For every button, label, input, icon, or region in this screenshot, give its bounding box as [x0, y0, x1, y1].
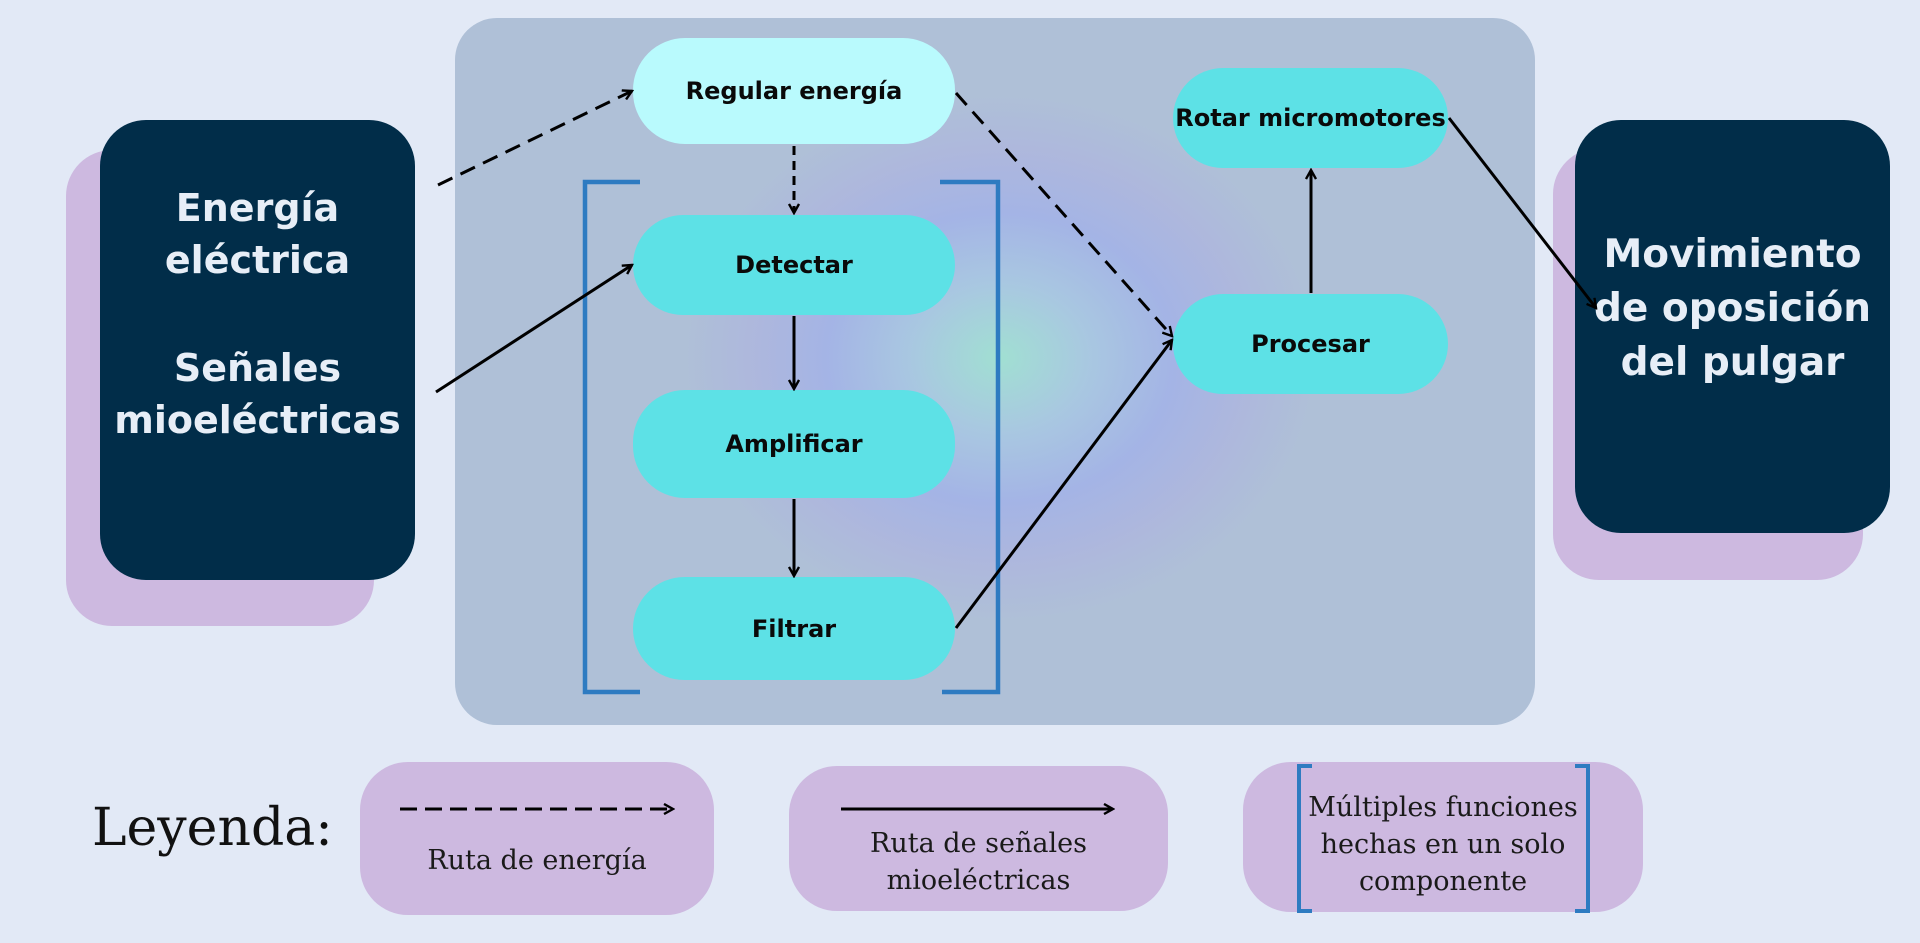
- node-rotar-micromotores: Rotar micromotores: [1173, 68, 1448, 168]
- node-regular-energia: Regular energía: [633, 38, 955, 144]
- input-signals-line2: mioeléctricas: [114, 398, 401, 442]
- legend-bracket-left: [1297, 764, 1312, 913]
- input-energy-line2: eléctrica: [164, 238, 351, 282]
- node-detectar: Detectar: [633, 215, 955, 315]
- arrow-rotar-to-output: [1447, 117, 1596, 308]
- node-filtrar: Filtrar: [633, 577, 955, 680]
- legend-card-energy: Ruta de energía: [360, 762, 714, 915]
- output-box: Movimiento de oposición del pulgar: [1575, 120, 1890, 533]
- legend-bracket-label-line1: Múltiples funciones: [1308, 792, 1578, 823]
- arrow-filtrar-to-procesar: [954, 340, 1172, 629]
- output-line2: de oposición: [1593, 286, 1872, 331]
- input-box: Energía eléctrica Señales mioeléctricas: [100, 120, 415, 580]
- bracket-left: [582, 179, 640, 695]
- legend-title: Leyenda:: [92, 798, 333, 858]
- output-line1: Movimiento: [1603, 232, 1862, 277]
- arrow-regular-to-procesar: [954, 92, 1172, 336]
- arrow-signals-to-detectar: [435, 265, 632, 394]
- legend-bracket-right: [1575, 764, 1590, 913]
- input-energy-line1: Energía: [175, 186, 340, 230]
- arrow-energy-to-regular: [437, 91, 632, 187]
- node-amplificar: Amplificar: [633, 390, 955, 498]
- legend-energy-label: Ruta de energía: [427, 845, 647, 876]
- legend-card-bracket: Múltiples funciones hechas en un solo co…: [1243, 762, 1643, 912]
- legend-signal-label-line1: Ruta de señales: [870, 828, 1087, 859]
- legend-signal-label-line2: mioeléctricas: [886, 865, 1071, 896]
- legend-bracket-label-line3: componente: [1358, 866, 1528, 897]
- input-signals-line1: Señales: [173, 346, 342, 390]
- legend-bracket-label-line2: hechas en un solo: [1320, 829, 1566, 860]
- node-procesar: Procesar: [1173, 294, 1448, 394]
- output-line3: del pulgar: [1620, 340, 1845, 385]
- legend-card-signals: Ruta de señales mioeléctricas: [789, 766, 1168, 911]
- bracket-right: [940, 179, 1001, 695]
